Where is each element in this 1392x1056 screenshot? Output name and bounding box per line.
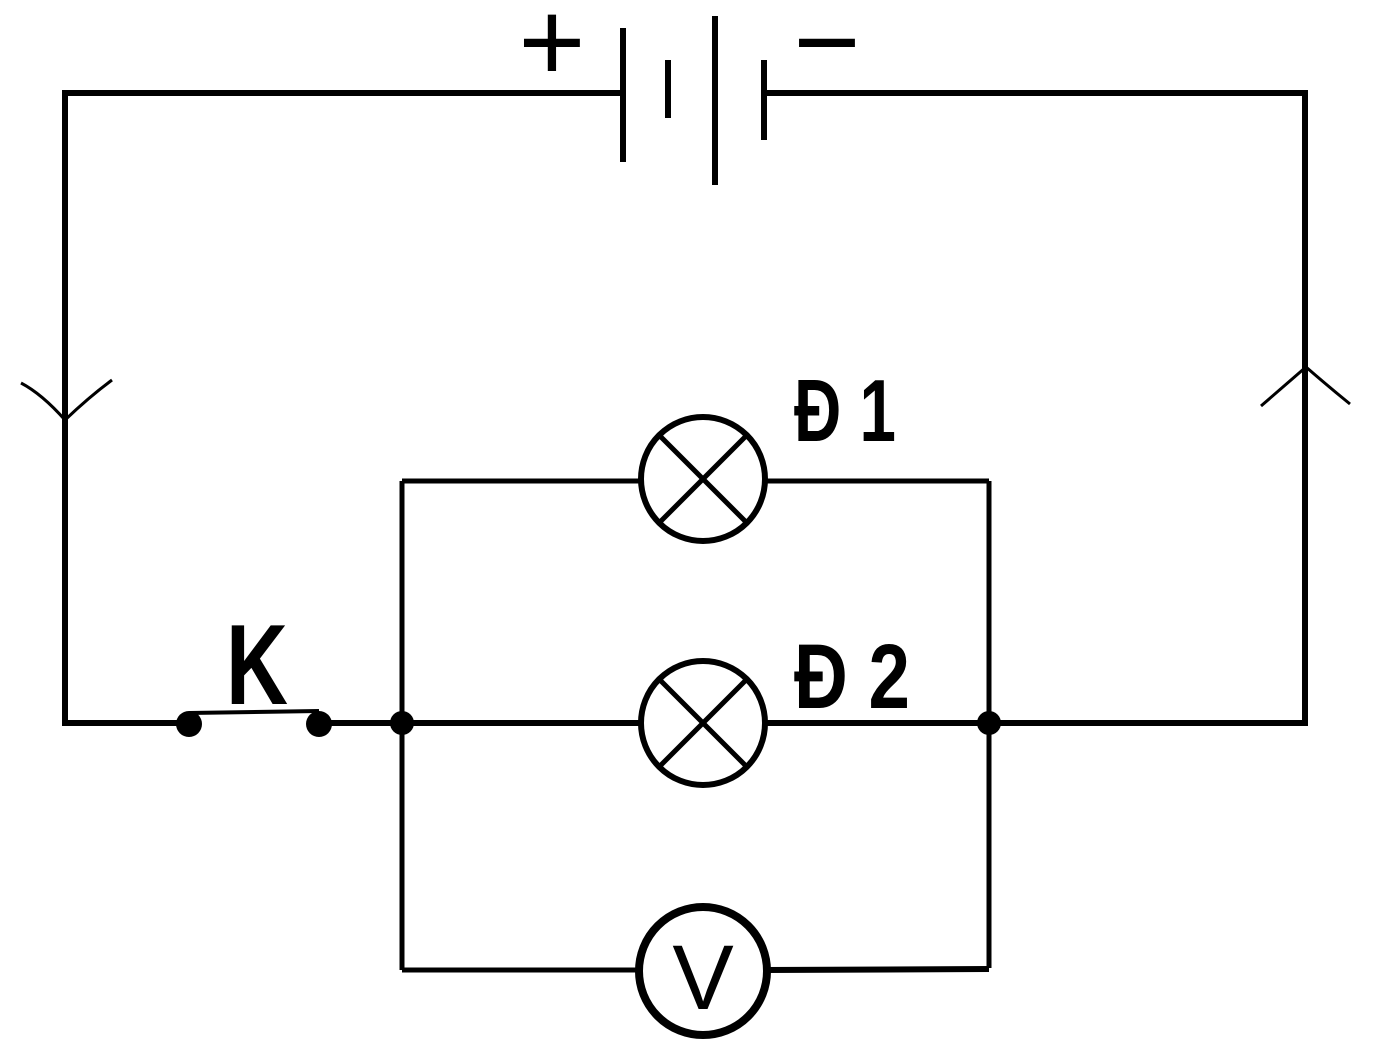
wire-outer-right <box>764 90 1308 726</box>
lamp2-cross-line2 <box>657 677 749 769</box>
lamp1-cross-icon <box>657 433 749 525</box>
battery-positive-label: + <box>518 0 585 106</box>
lamp1-label: Đ 1 <box>794 361 896 460</box>
lamp2-label: Đ 2 <box>794 626 910 728</box>
switch-terminal-right-dot <box>306 711 332 737</box>
switch-terminal-left-dot <box>176 711 202 737</box>
wire-branch3-right <box>765 966 990 973</box>
voltmeter-circle <box>635 903 771 1039</box>
voltmeter-label: V <box>672 927 733 1029</box>
lamp1-cross-line2 <box>657 433 749 525</box>
lamp1-circle <box>638 414 768 544</box>
junction-dot-right <box>977 711 1001 735</box>
junction-dot-left <box>390 711 414 735</box>
battery-negative-label: − <box>793 0 860 106</box>
current-arrow-up-icon <box>1260 365 1351 408</box>
circuit-lines <box>20 16 1351 1039</box>
current-arrow-down-icon <box>20 378 113 422</box>
labels: + − K Đ 1 Đ 2 V <box>226 0 910 1029</box>
switch-label: K <box>226 602 288 729</box>
switch-blade <box>188 709 320 715</box>
wire-outer-left <box>62 90 623 726</box>
lamp2-cross-icon <box>657 677 749 769</box>
lamp2-circle <box>638 658 768 788</box>
connection-dots <box>176 711 1001 737</box>
